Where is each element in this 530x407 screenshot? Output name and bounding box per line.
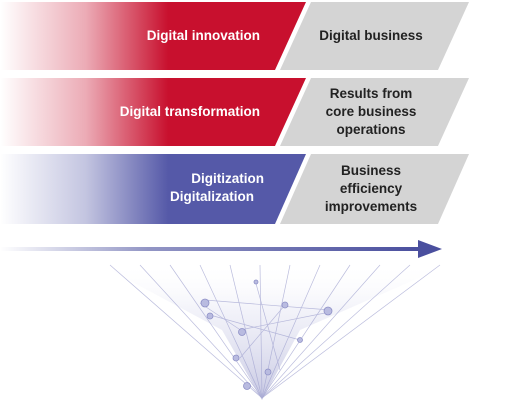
business-efficiency-label: Business efficiency improvements bbox=[296, 162, 446, 216]
right-arrow-icon bbox=[0, 240, 442, 258]
digital-innovation-label: Digital innovation bbox=[146, 28, 260, 43]
tier-transformation-band bbox=[0, 78, 306, 146]
result-line: improvements bbox=[324, 199, 418, 214]
result-line: Business bbox=[340, 163, 402, 178]
result-line: efficiency bbox=[339, 181, 403, 196]
digitalization-line: Digitalization bbox=[170, 189, 254, 204]
result-line: Digital business bbox=[319, 28, 423, 43]
tier-innovation-result-box bbox=[280, 2, 469, 70]
result-line: core business bbox=[325, 104, 417, 119]
network-funnel-graphic bbox=[95, 262, 455, 400]
result-line: operations bbox=[336, 122, 406, 137]
tier-digitization-band bbox=[0, 154, 306, 224]
tier-digitization-result-box bbox=[280, 154, 469, 224]
result-line: Results from bbox=[329, 86, 413, 101]
tier-transformation-result-box bbox=[280, 78, 469, 146]
digitization-line: Digitization bbox=[191, 171, 264, 186]
tier-innovation-band bbox=[0, 2, 306, 70]
digitization-digitalization-label: Digitization Digitalization bbox=[170, 170, 264, 206]
core-business-results-label: Results from core business operations bbox=[296, 85, 446, 139]
digital-business-label: Digital business bbox=[296, 27, 446, 45]
digital-transformation-label: Digital transformation bbox=[119, 104, 260, 119]
